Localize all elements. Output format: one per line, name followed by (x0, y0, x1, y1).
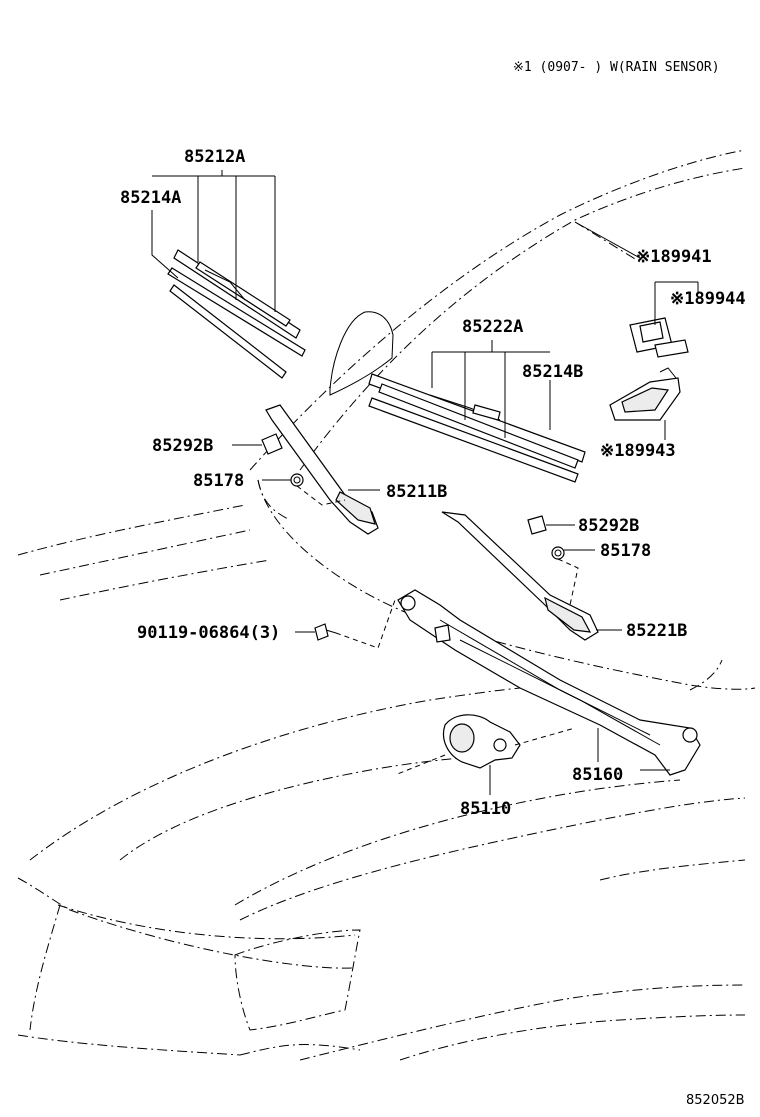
callout-85292B-left: 85292B (152, 436, 213, 456)
callout-189944: ※189944 (670, 289, 746, 309)
vehicle-body-outline (17, 149, 756, 1061)
nut-85178-right (551, 546, 565, 560)
wiper-arm-85221B (441, 511, 599, 641)
callout-90119-06864: 90119-06864(3) (137, 623, 280, 643)
callout-85212A: 85212A (184, 147, 245, 167)
callout-85292B-right: 85292B (578, 516, 639, 536)
cap-85292B-right (527, 515, 547, 535)
nut-85178-left (290, 473, 304, 487)
rain-sensor-189944 (629, 317, 689, 358)
callout-85178-left: 85178 (193, 471, 244, 491)
wiper-blade-85222A (368, 373, 586, 483)
bolt-90119-06864 (314, 623, 337, 641)
wiper-link-85160 (397, 589, 701, 776)
callout-85222A: 85222A (462, 317, 523, 337)
rain-sensor-cover-189943 (609, 367, 681, 421)
callout-85178-right: 85178 (600, 541, 651, 561)
callout-85160: 85160 (572, 765, 623, 785)
wiper-arm-85211B (265, 404, 379, 535)
callout-85211B: 85211B (386, 482, 447, 502)
callout-85214A: 85214A (120, 188, 181, 208)
leader-lines (151, 170, 699, 795)
wiper-motor-85110 (442, 714, 521, 769)
callout-85214B: 85214B (522, 362, 583, 382)
callout-85110: 85110 (460, 799, 511, 819)
callout-189941: ※189941 (636, 247, 712, 267)
callout-189943: ※189943 (600, 441, 676, 461)
diagram-reference-number: 852052B (686, 1093, 745, 1108)
callout-85221B: 85221B (626, 621, 687, 641)
cap-85292B-left (261, 433, 283, 455)
rain-sensor-note: ※1 (0907- ) W(RAIN SENSOR) (513, 60, 720, 75)
wiper-blade-85212A (167, 249, 306, 379)
